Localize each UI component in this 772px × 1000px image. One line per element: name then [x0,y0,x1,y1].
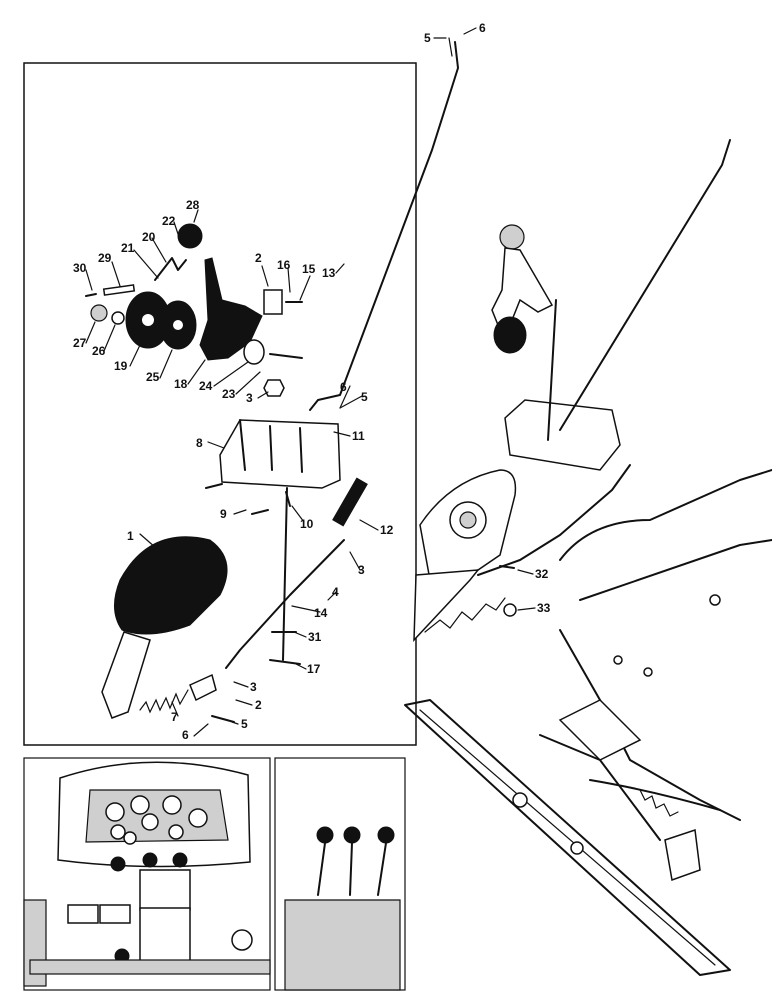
callout: 28 [186,198,200,212]
lever-knob [177,223,203,249]
callout: 5 [361,390,368,404]
control-rod [309,41,459,411]
leader-lines [85,27,536,737]
callout: 3 [250,680,257,694]
linkage-rod [225,539,345,669]
callout: 5 [241,717,248,731]
callout: 16 [277,258,291,272]
lever-knob-assembled [499,224,525,250]
pedal-grip [332,477,368,527]
callout: 13 [322,266,336,280]
lever-bracket [219,419,341,489]
callout: 12 [380,523,394,537]
callout: 9 [220,507,227,521]
callout: 26 [92,344,106,358]
callout: 8 [196,436,203,450]
pivot-pin [102,284,136,296]
mounting-hole [709,594,721,606]
callout: 24 [199,379,213,393]
callout: 11 [352,429,365,443]
callout: 29 [98,251,112,265]
callout: 7 [171,710,178,724]
vertical-rod [282,487,288,661]
callout: 32 [535,567,549,581]
exploded-view-frame [23,62,417,746]
clevis [263,289,283,315]
seat-pad [114,536,228,635]
callout: 15 [302,262,316,276]
callout: 31 [308,630,322,644]
lock-washer [111,311,125,325]
callout: 18 [174,377,188,391]
callouts: 5 6 13 28 22 20 21 29 30 2 16 15 27 26 1… [73,21,551,742]
callout: 5 [424,31,431,45]
callout: 2 [255,251,262,265]
callout: 21 [121,241,135,255]
callout: 25 [146,370,160,384]
callout: 6 [340,380,347,394]
bracket-assembled [504,399,621,471]
callout: 3 [358,563,365,577]
washer [243,339,265,365]
callout: 6 [182,728,189,742]
assembled-view [413,139,731,642]
callout: 33 [537,601,551,615]
nut [90,304,108,322]
callout: 22 [162,214,176,228]
callout: 6 [479,21,486,35]
callout: 27 [73,336,87,350]
callout: 2 [255,698,262,712]
callout: 20 [142,230,156,244]
return-spring [139,689,189,714]
callout: 23 [222,387,236,401]
callout: 19 [114,359,128,373]
callout: 17 [307,662,321,676]
callout: 30 [73,261,87,275]
tractor-body [404,469,772,976]
callout: 3 [246,391,253,405]
callout: 1 [127,529,134,543]
exploded-parts [85,37,459,723]
callout: 14 [314,606,328,620]
operator-station [23,757,406,991]
